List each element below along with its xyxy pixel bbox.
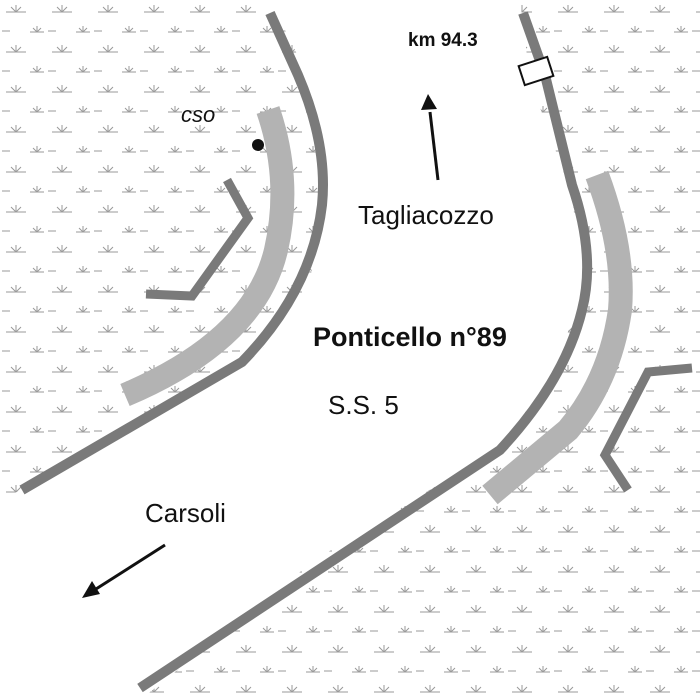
ditch-east xyxy=(599,363,693,493)
destination-north-label: Tagliacozzo xyxy=(358,200,494,230)
kilometre-marker-icon xyxy=(517,55,555,87)
arrow-south-icon xyxy=(82,543,166,598)
embankment-west xyxy=(120,106,295,407)
bridge-name-label: Ponticello n°89 xyxy=(313,322,507,352)
marsh-area-east xyxy=(140,0,700,700)
point-label: cso xyxy=(181,102,216,127)
road-edge-west xyxy=(19,10,328,495)
ditch-west xyxy=(145,177,254,301)
road-name-label: S.S. 5 xyxy=(328,390,399,420)
point-marker-icon xyxy=(252,139,264,151)
arrow-north-icon xyxy=(421,94,440,181)
destination-south-label: Carsoli xyxy=(145,498,226,528)
embankment-east xyxy=(482,170,633,505)
road-edge-east xyxy=(137,11,593,693)
kilometre-label: km 94.3 xyxy=(408,30,478,51)
marsh-area-west xyxy=(0,0,325,500)
